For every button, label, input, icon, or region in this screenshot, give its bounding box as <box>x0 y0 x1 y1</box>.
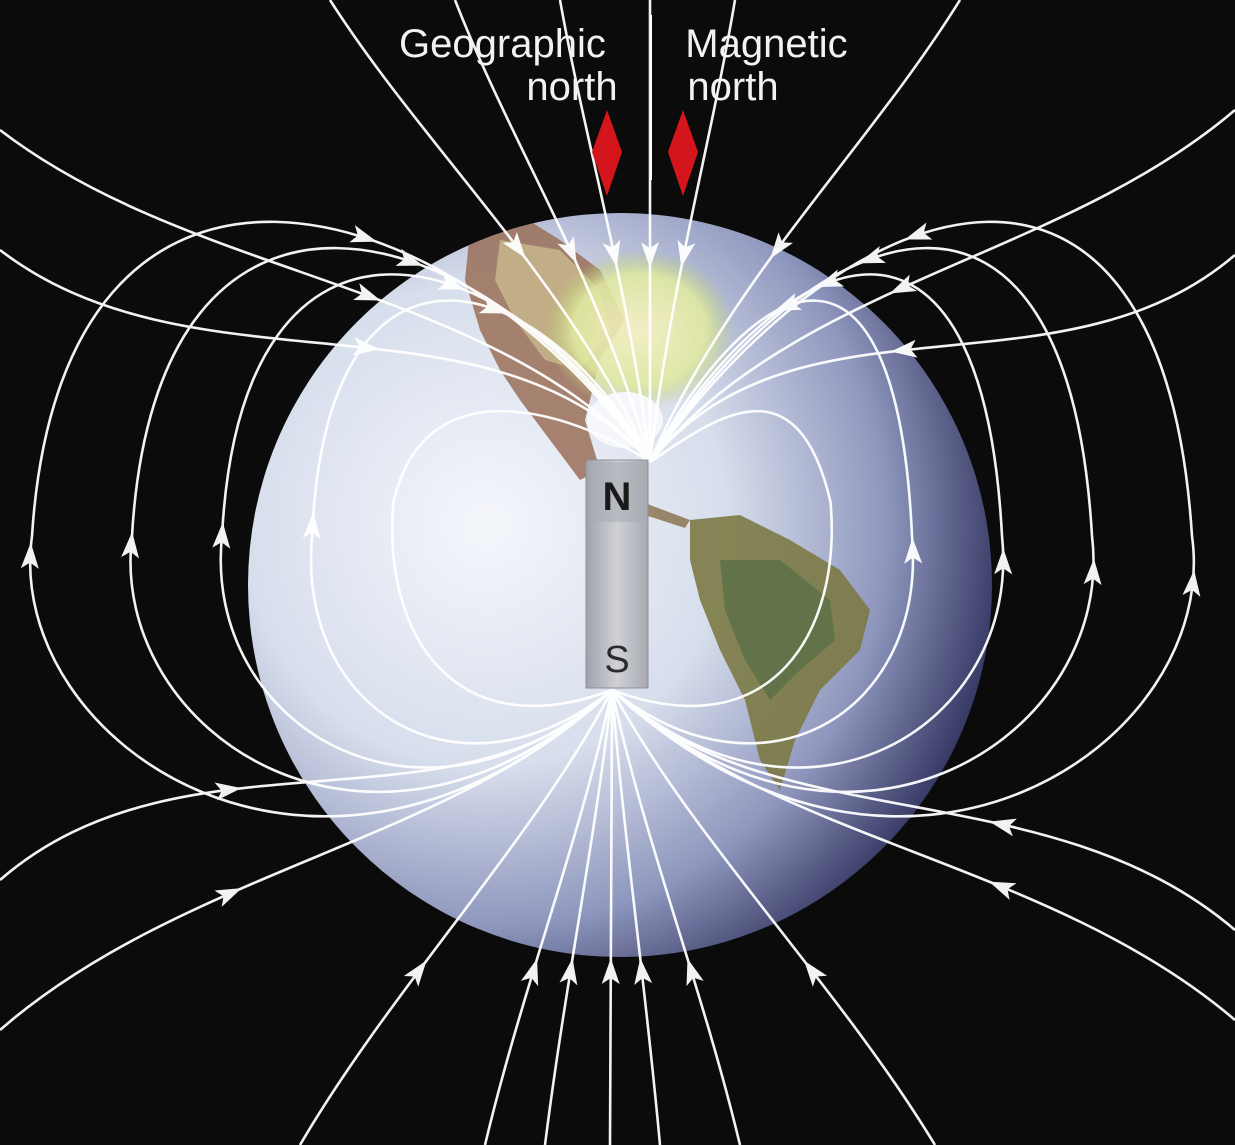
field-line-arrow-icon <box>20 542 39 569</box>
bar-magnet-icon: N S <box>585 459 649 689</box>
magnetic-north-line2: north <box>687 65 778 109</box>
field-line-arrow-icon <box>804 960 828 987</box>
north-pointer-icon <box>592 110 698 196</box>
magnetic-north-line1: Magnetic <box>685 22 847 66</box>
field-line <box>0 689 613 1031</box>
svg-text:Magnetic north: Magnetic north <box>685 22 858 109</box>
field-line-arrow-icon <box>395 248 424 266</box>
field-line <box>648 254 1235 463</box>
field-line-arrow-icon <box>437 272 465 290</box>
field-line <box>610 689 742 1145</box>
field-line-arrow-icon <box>686 958 704 987</box>
field-line-arrow-icon <box>212 522 231 549</box>
field-line <box>610 689 937 1145</box>
field-line-arrow-icon <box>904 537 923 564</box>
field-line-arrow-icon <box>559 958 578 986</box>
field-line-arrow-icon <box>352 337 380 356</box>
field-line <box>483 689 614 1145</box>
field-line <box>298 689 614 1145</box>
field-line <box>543 689 614 1145</box>
geographic-north-label: Geographic north <box>399 22 618 109</box>
field-line <box>558 0 652 463</box>
field-line-arrow-icon <box>1182 570 1201 597</box>
field-line-arrow-icon <box>502 231 526 259</box>
field-line <box>611 246 1095 794</box>
field-line-arrow-icon <box>214 888 242 907</box>
field-line-arrow-icon <box>989 818 1017 837</box>
field-line-arrow-icon <box>904 222 933 240</box>
field-line <box>611 273 1005 769</box>
field-line <box>611 220 1196 818</box>
field-line <box>453 0 652 463</box>
field-line <box>0 128 651 463</box>
field-line <box>328 0 652 463</box>
field-line-arrow-icon <box>302 512 321 540</box>
field-line-arrow-icon <box>641 242 659 269</box>
field-line-arrow-icon <box>989 881 1017 900</box>
arctic-region <box>545 250 735 410</box>
field-line <box>648 0 737 463</box>
magnet-south-label: S <box>604 639 629 681</box>
field-line-arrow-icon <box>889 274 918 294</box>
field-line <box>391 409 651 708</box>
field-line-arrow-icon <box>121 531 140 559</box>
field-line <box>611 299 915 745</box>
field-line-arrow-icon <box>214 782 242 801</box>
svg-text:Geographic north: Geographic north <box>399 22 618 109</box>
field-line <box>0 689 613 881</box>
field-line <box>611 689 1235 1021</box>
field-line-arrow-icon <box>602 239 621 267</box>
south-america-interior <box>720 560 835 700</box>
field-line-arrow-icon <box>353 283 381 301</box>
geographic-north-pointer <box>592 110 622 196</box>
field-line-arrow-icon <box>557 236 577 264</box>
field-line-arrow-icon <box>349 225 377 243</box>
field-line <box>610 689 662 1145</box>
geographic-north-line2: north <box>526 65 617 109</box>
field-line-arrow-icon <box>403 960 427 987</box>
central-america <box>585 460 690 528</box>
field-line <box>611 689 1235 931</box>
field-line-arrow-icon <box>890 339 918 358</box>
field-line <box>0 248 651 463</box>
field-line <box>28 220 652 818</box>
field-line-arrow-icon <box>994 548 1013 575</box>
field-line <box>648 109 1235 463</box>
field-line <box>608 689 614 1145</box>
magnet-north-end <box>590 462 644 522</box>
field-line-arrow-icon <box>1083 558 1102 586</box>
geographic-north-line1: Geographic <box>399 22 606 66</box>
magnetic-north-pointer <box>668 110 698 196</box>
field-line <box>648 0 962 463</box>
field-line-arrow-icon <box>520 958 539 987</box>
field-line-arrow-icon <box>677 239 696 268</box>
field-line-arrow-icon <box>634 958 653 986</box>
field-line-arrow-icon <box>601 958 620 985</box>
magnetic-north-label: Magnetic north <box>685 22 858 109</box>
magnet-north-label: N <box>603 475 632 519</box>
field-line-arrow-icon <box>770 232 794 259</box>
field-line <box>611 409 833 708</box>
